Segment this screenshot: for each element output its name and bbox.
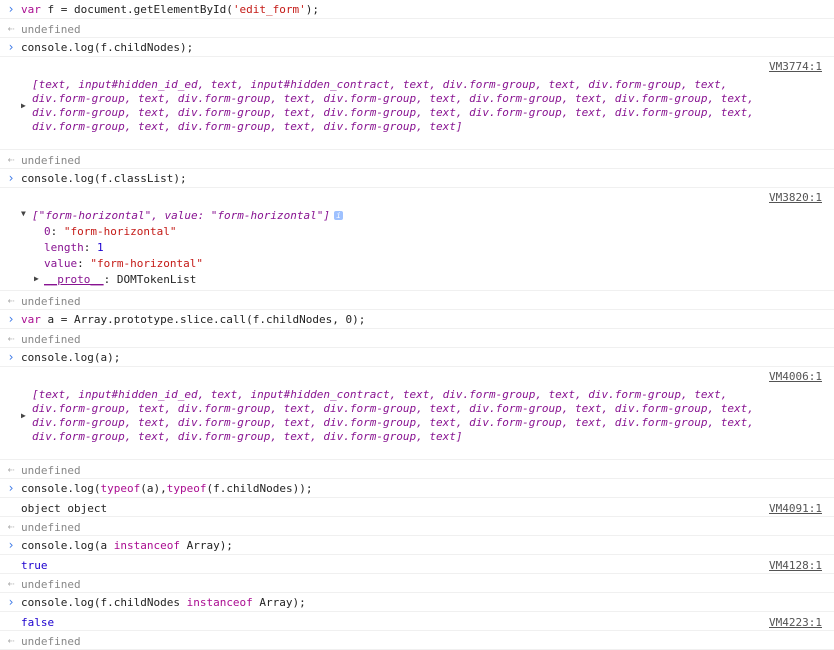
console-return-row: ⇠ undefined: [0, 460, 834, 479]
console-return-value: undefined: [21, 333, 81, 346]
return-arrow-icon: ⇠: [7, 463, 15, 476]
object-property: __proto__: DOMTokenList: [44, 273, 197, 286]
console-input-row[interactable]: › console.log(f.childNodes);: [0, 38, 834, 57]
console-input-text[interactable]: console.log(f.childNodes);: [21, 41, 194, 54]
source-link[interactable]: VM4223:1: [769, 616, 822, 629]
console-input-row[interactable]: ›console.log(f.childNodes instanceof Arr…: [0, 593, 834, 612]
chevron-right-icon: ›: [7, 481, 15, 495]
console-input-text[interactable]: console.log(a);: [21, 351, 121, 364]
console-return-row: ⇠ undefined: [0, 631, 834, 650]
console-log-source-row: VM4006:1: [0, 367, 834, 384]
console-input-row[interactable]: › console.log(typeof(a),typeof(f.childNod…: [0, 479, 834, 498]
object-property: length: 1: [44, 241, 104, 254]
console-log-text: false: [21, 616, 55, 629]
console-log-row: object object VM4091:1: [0, 498, 834, 517]
array-preview-line: div.form-group, text, div.form-group, te…: [32, 402, 754, 415]
console-return-row: ⇠ undefined: [0, 517, 834, 536]
console-input-row[interactable]: › var f = document.getElementById('edit_f…: [0, 0, 834, 19]
return-arrow-icon: ⇠: [7, 294, 15, 307]
console-log-row: false VM4223:1: [0, 612, 834, 631]
console-input-text[interactable]: var a = Array.prototype.slice.call(f.chi…: [21, 313, 366, 326]
console-input-row[interactable]: › console.log(f.classList);: [0, 169, 834, 188]
console-log-text: object object: [21, 502, 108, 515]
console-input-text[interactable]: console.log(a instanceof Array);: [21, 539, 233, 552]
array-preview-line: div.form-group, text, div.form-group, te…: [32, 416, 754, 429]
console-return-row: ⇠ undefined: [0, 150, 834, 169]
source-link[interactable]: VM4091:1: [769, 502, 822, 515]
console-return-value: undefined: [21, 464, 81, 477]
console-input-row[interactable]: › console.log(a);: [0, 348, 834, 367]
console-return-value: undefined: [21, 635, 81, 648]
array-preview-line: div.form-group, text, div.form-group, te…: [32, 430, 463, 443]
object-preview-header: ["form-horizontal", value: "form-horizon…: [32, 209, 344, 222]
console-return-value: undefined: [21, 578, 81, 591]
console-input-text[interactable]: console.log(typeof(a),typeof(f.childNode…: [21, 482, 313, 495]
chevron-right-icon: ›: [7, 538, 15, 552]
chevron-right-icon: ›: [7, 2, 15, 16]
chevron-right-icon: ›: [7, 595, 15, 609]
console-log-source-row: VM3820:1: [0, 188, 834, 205]
console-return-value: undefined: [21, 23, 81, 36]
console-return-value: undefined: [21, 154, 81, 167]
console-return-value: undefined: [21, 521, 81, 534]
console-return-row: ⇠ undefined: [0, 291, 834, 310]
array-preview-line: div.form-group, text, div.form-group, te…: [32, 106, 754, 119]
return-arrow-icon: ⇠: [7, 332, 15, 345]
triangle-expand-icon[interactable]: ▶: [34, 274, 39, 283]
info-icon[interactable]: i: [334, 211, 344, 220]
source-link[interactable]: VM4128:1: [769, 559, 822, 572]
source-link[interactable]: VM3774:1: [769, 60, 822, 73]
chevron-right-icon: ›: [7, 350, 15, 364]
object-property: 0: "form-horizontal": [44, 225, 177, 238]
return-arrow-icon: ⇠: [7, 153, 15, 166]
chevron-right-icon: ›: [7, 312, 15, 326]
return-arrow-icon: ⇠: [7, 22, 15, 35]
array-preview-line: [text, input#hidden_id_ed, text, input#h…: [32, 78, 728, 91]
console-object-output[interactable]: ▼ ["form-horizontal", value: "form-horizo…: [0, 205, 834, 291]
console-log-row: true VM4128:1: [0, 555, 834, 574]
console-log-text: true: [21, 559, 48, 572]
triangle-expand-icon[interactable]: ▶: [21, 101, 26, 110]
console-input-row[interactable]: › var a = Array.prototype.slice.call(f.ch…: [0, 310, 834, 329]
console-array-output[interactable]: [text, input#hidden_id_ed, text, input#h…: [0, 74, 834, 150]
console-input-text[interactable]: var f = document.getElementById('edit_fo…: [21, 3, 320, 16]
chevron-right-icon: ›: [7, 171, 15, 185]
console-log-source-row: VM3774:1: [0, 57, 834, 74]
triangle-collapse-icon[interactable]: ▼: [21, 209, 26, 218]
chevron-right-icon: ›: [7, 40, 15, 54]
console-return-row: ⇠ undefined: [0, 19, 834, 38]
array-preview-line: [text, input#hidden_id_ed, text, input#h…: [32, 388, 728, 401]
array-preview-line: div.form-group, text, div.form-group, te…: [32, 120, 463, 133]
array-preview-line: div.form-group, text, div.form-group, te…: [32, 92, 754, 105]
console-array-output[interactable]: [text, input#hidden_id_ed, text, input#h…: [0, 384, 834, 460]
return-arrow-icon: ⇠: [7, 520, 15, 533]
console-input-text[interactable]: console.log(f.classList);: [21, 172, 187, 185]
console-return-row: ⇠ undefined: [0, 329, 834, 348]
source-link[interactable]: VM3820:1: [769, 191, 822, 204]
source-link[interactable]: VM4006:1: [769, 370, 822, 383]
return-arrow-icon: ⇠: [7, 634, 15, 647]
triangle-expand-icon[interactable]: ▶: [21, 411, 26, 420]
console-return-row: ⇠ undefined: [0, 574, 834, 593]
console-input-row[interactable]: › console.log(a instanceof Array);: [0, 536, 834, 555]
console-return-value: undefined: [21, 295, 81, 308]
return-arrow-icon: ⇠: [7, 577, 15, 590]
object-property: value: "form-horizontal": [44, 257, 203, 270]
